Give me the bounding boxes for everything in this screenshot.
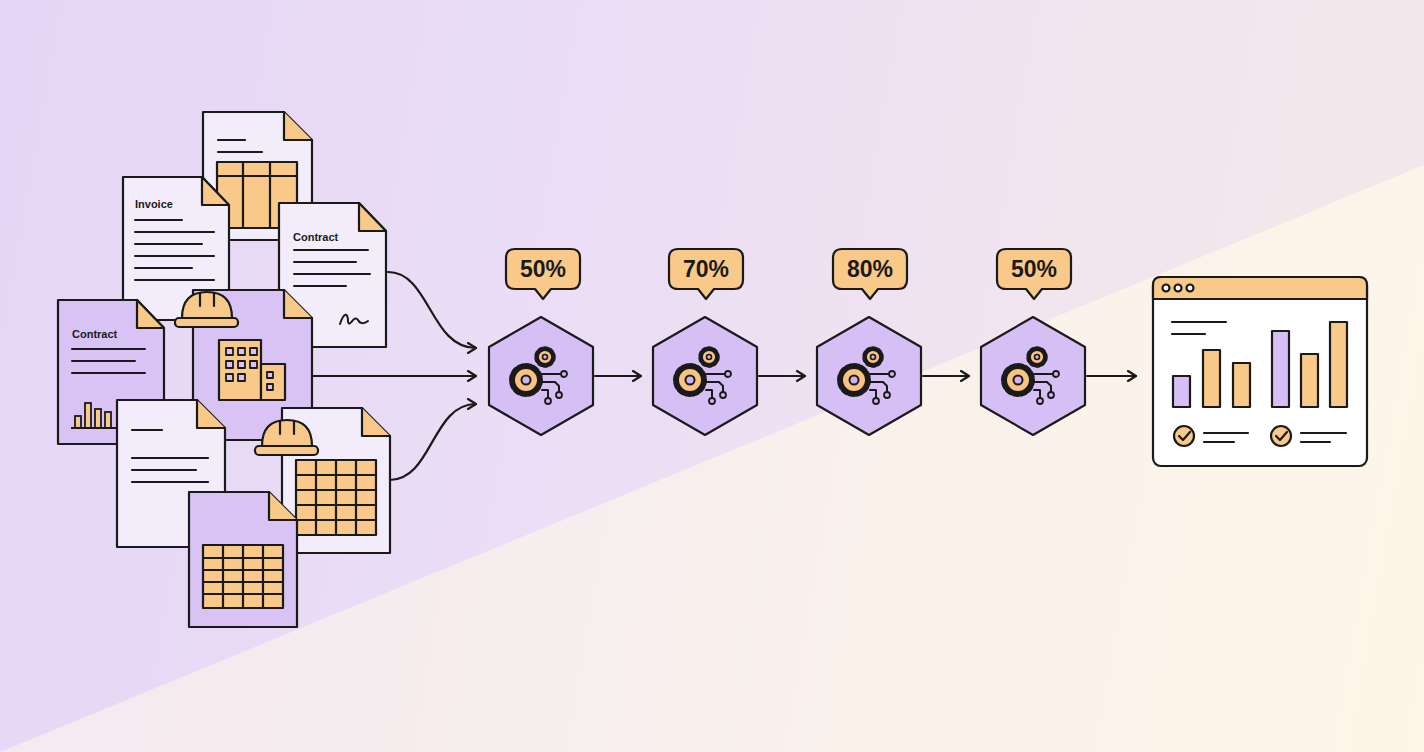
document-title: Contract [72, 328, 117, 340]
callout-bubble: 70% [668, 248, 744, 290]
callout-number: 70% [683, 256, 729, 283]
document-card: Contract [278, 202, 387, 348]
document-card: Contract [57, 299, 165, 445]
document-outline [122, 176, 230, 321]
callout-bubble: 50% [996, 248, 1072, 290]
callout-number: 50% [1011, 256, 1057, 283]
callout-bubble: 50% [505, 248, 581, 290]
document-title: Invoice [135, 198, 173, 210]
callout-number: 50% [520, 256, 566, 283]
document-card: Invoice [122, 176, 230, 321]
document-outline [57, 299, 165, 445]
callout-bubble: 80% [832, 248, 908, 290]
document-outline [278, 202, 387, 348]
callout-number: 80% [847, 256, 893, 283]
document-title: Contract [293, 231, 338, 243]
